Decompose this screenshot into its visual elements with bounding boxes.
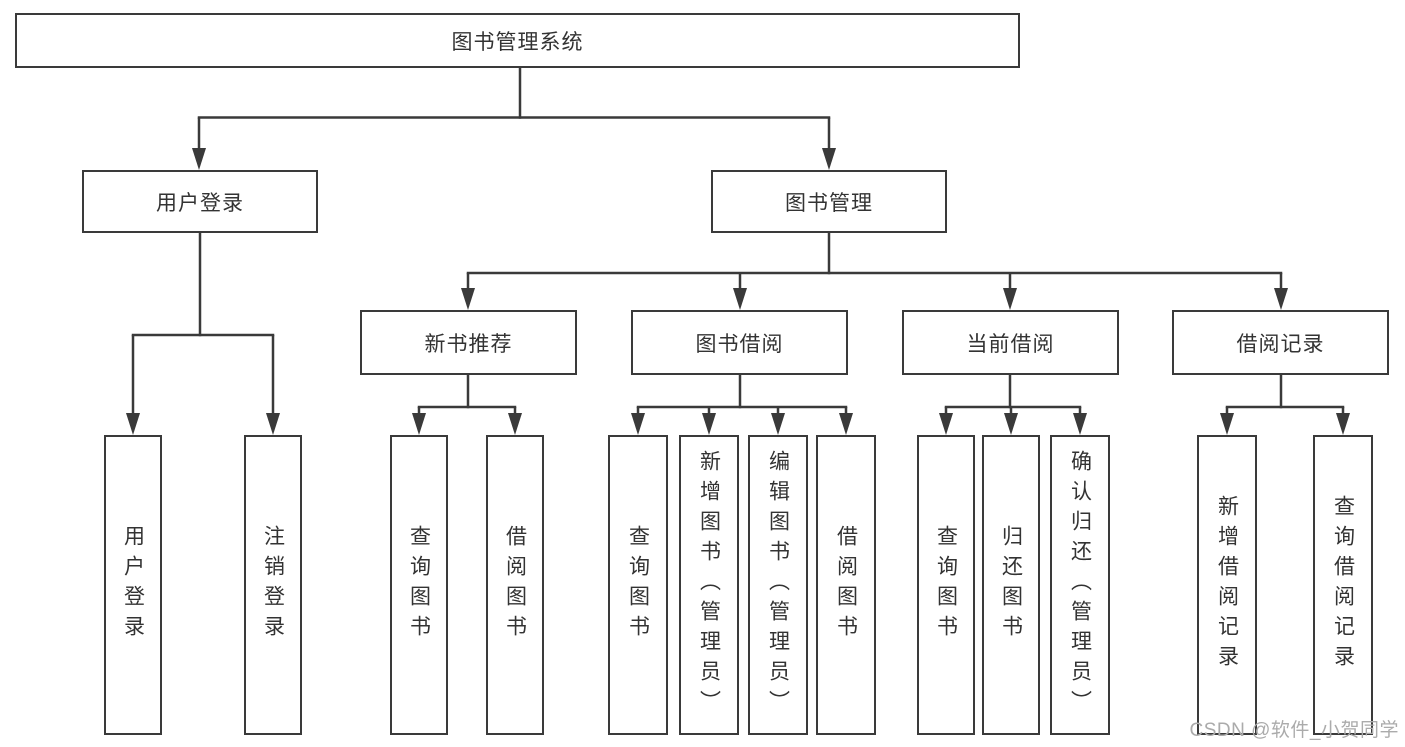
node-user-login: 用户登录	[82, 170, 318, 233]
connector-book-borrow-to-leaves	[631, 375, 853, 435]
leaf-borrow-books: 借阅图书	[816, 435, 876, 735]
connector-root-to-level2	[192, 68, 836, 170]
leaf-query-borrow-record: 查询借阅记录	[1313, 435, 1373, 735]
node-borrowing-records: 借阅记录	[1172, 310, 1389, 375]
leaf-logout: 注销登录	[244, 435, 302, 735]
leaf-user-login: 用户登录	[104, 435, 162, 735]
node-new-book-recommend: 新书推荐	[360, 310, 577, 375]
connector-user-login-to-leaves	[126, 233, 280, 435]
leaf-newbook-query-books: 查询图书	[390, 435, 448, 735]
connector-borrow-record-to-leaves	[1220, 375, 1350, 435]
node-root-system: 图书管理系统	[15, 13, 1020, 68]
node-current-borrowing: 当前借阅	[902, 310, 1119, 375]
leaf-add-books-admin: 新增图书（管理员）	[679, 435, 739, 735]
watermark-text: CSDN @软件_小贺同学	[1189, 720, 1399, 741]
leaf-borrow-query-books: 查询图书	[608, 435, 668, 735]
leaf-confirm-return-admin: 确认归还（管理员）	[1050, 435, 1110, 735]
connector-current-borrow-to-leaves	[939, 375, 1087, 435]
connector-book-mgmt-to-level3	[461, 233, 1288, 310]
leaf-add-borrow-record: 新增借阅记录	[1197, 435, 1257, 735]
leaf-current-query-books: 查询图书	[917, 435, 975, 735]
node-book-management: 图书管理	[711, 170, 947, 233]
node-book-borrowing: 图书借阅	[631, 310, 848, 375]
leaf-newbook-borrow-books: 借阅图书	[486, 435, 544, 735]
connector-new-book-to-leaves	[412, 375, 522, 435]
leaf-return-books: 归还图书	[982, 435, 1040, 735]
leaf-edit-books-admin: 编辑图书（管理员）	[748, 435, 808, 735]
